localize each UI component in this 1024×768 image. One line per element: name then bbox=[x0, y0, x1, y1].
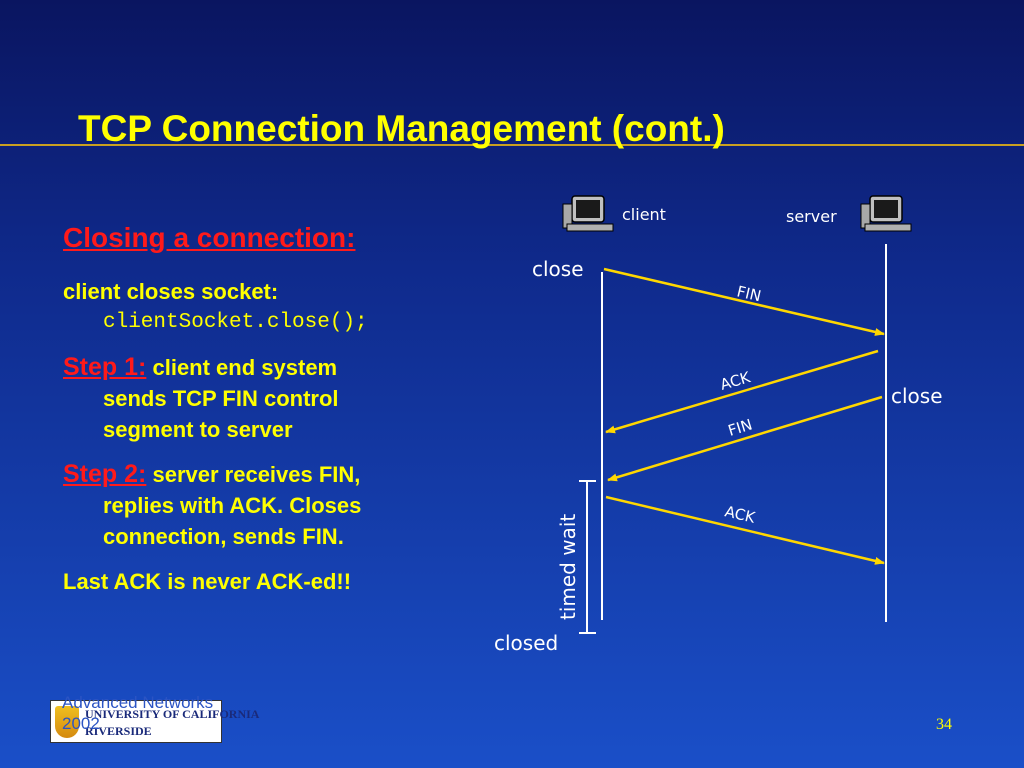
step2-label: Step 2: bbox=[63, 460, 147, 488]
client-label: client bbox=[622, 205, 666, 224]
timed-wait-label: timed wait bbox=[556, 514, 580, 620]
step1-text-b: sends TCP FIN control bbox=[103, 386, 339, 411]
step2-text-c: connection, sends FIN. bbox=[103, 524, 344, 549]
university-logo: UNIVERSITY OF CALIFORNIA RIVERSIDE bbox=[50, 700, 259, 743]
page-number: 34 bbox=[936, 716, 952, 733]
footer-line-2: 2002 bbox=[62, 714, 100, 733]
client-closes-code: clientSocket.close(); bbox=[103, 311, 368, 334]
step1-text-a: client end system bbox=[152, 355, 338, 380]
server-label: server bbox=[786, 207, 837, 226]
message-ack2-label: ACK bbox=[723, 502, 758, 527]
step2-text-b: replies with ACK. Closes bbox=[103, 493, 362, 518]
step1-text-c: segment to server bbox=[103, 417, 293, 442]
footer-text: Advanced Networks 2002 bbox=[62, 692, 213, 734]
step1-label: Step 1: bbox=[63, 353, 147, 381]
message-fin-arrow bbox=[603, 267, 885, 336]
message-fin-label: FIN bbox=[735, 282, 763, 305]
client-closes-paragraph: client closes socket: clientSocket.close… bbox=[63, 276, 503, 338]
left-text-panel: Closing a connection: client closes sock… bbox=[63, 222, 503, 611]
step1-paragraph: Step 1: client end system sends TCP FIN … bbox=[63, 352, 503, 445]
server-computer-icon bbox=[860, 195, 912, 232]
client-closes-label: client closes socket: bbox=[63, 279, 279, 304]
timed-wait-bracket bbox=[579, 480, 596, 634]
client-computer-icon bbox=[562, 195, 614, 232]
last-ack-note: Last ACK is never ACK-ed!! bbox=[63, 569, 352, 594]
message-ack2-arrow bbox=[605, 495, 885, 565]
closed-label: closed bbox=[494, 631, 558, 655]
seal-icon bbox=[55, 706, 79, 738]
title-underline-rule bbox=[0, 144, 1024, 146]
footer-line-1: Advanced Networks bbox=[62, 693, 214, 712]
message-ack-arrow bbox=[605, 349, 879, 434]
section-heading: Closing a connection: bbox=[63, 222, 356, 253]
slide-title: TCP Connection Management (cont.) bbox=[78, 108, 725, 149]
server-close-label: close bbox=[891, 384, 943, 408]
step2-paragraph: Step 2: server receives FIN, replies wit… bbox=[63, 459, 503, 552]
logo-text-1: UNIVERSITY OF CALIFORNIA bbox=[85, 707, 260, 721]
logo-text-2: RIVERSIDE bbox=[85, 724, 152, 738]
client-close-label: close bbox=[532, 257, 584, 281]
message-fin2-arrow bbox=[607, 395, 883, 482]
step2-text-a: server receives FIN, bbox=[152, 462, 361, 487]
